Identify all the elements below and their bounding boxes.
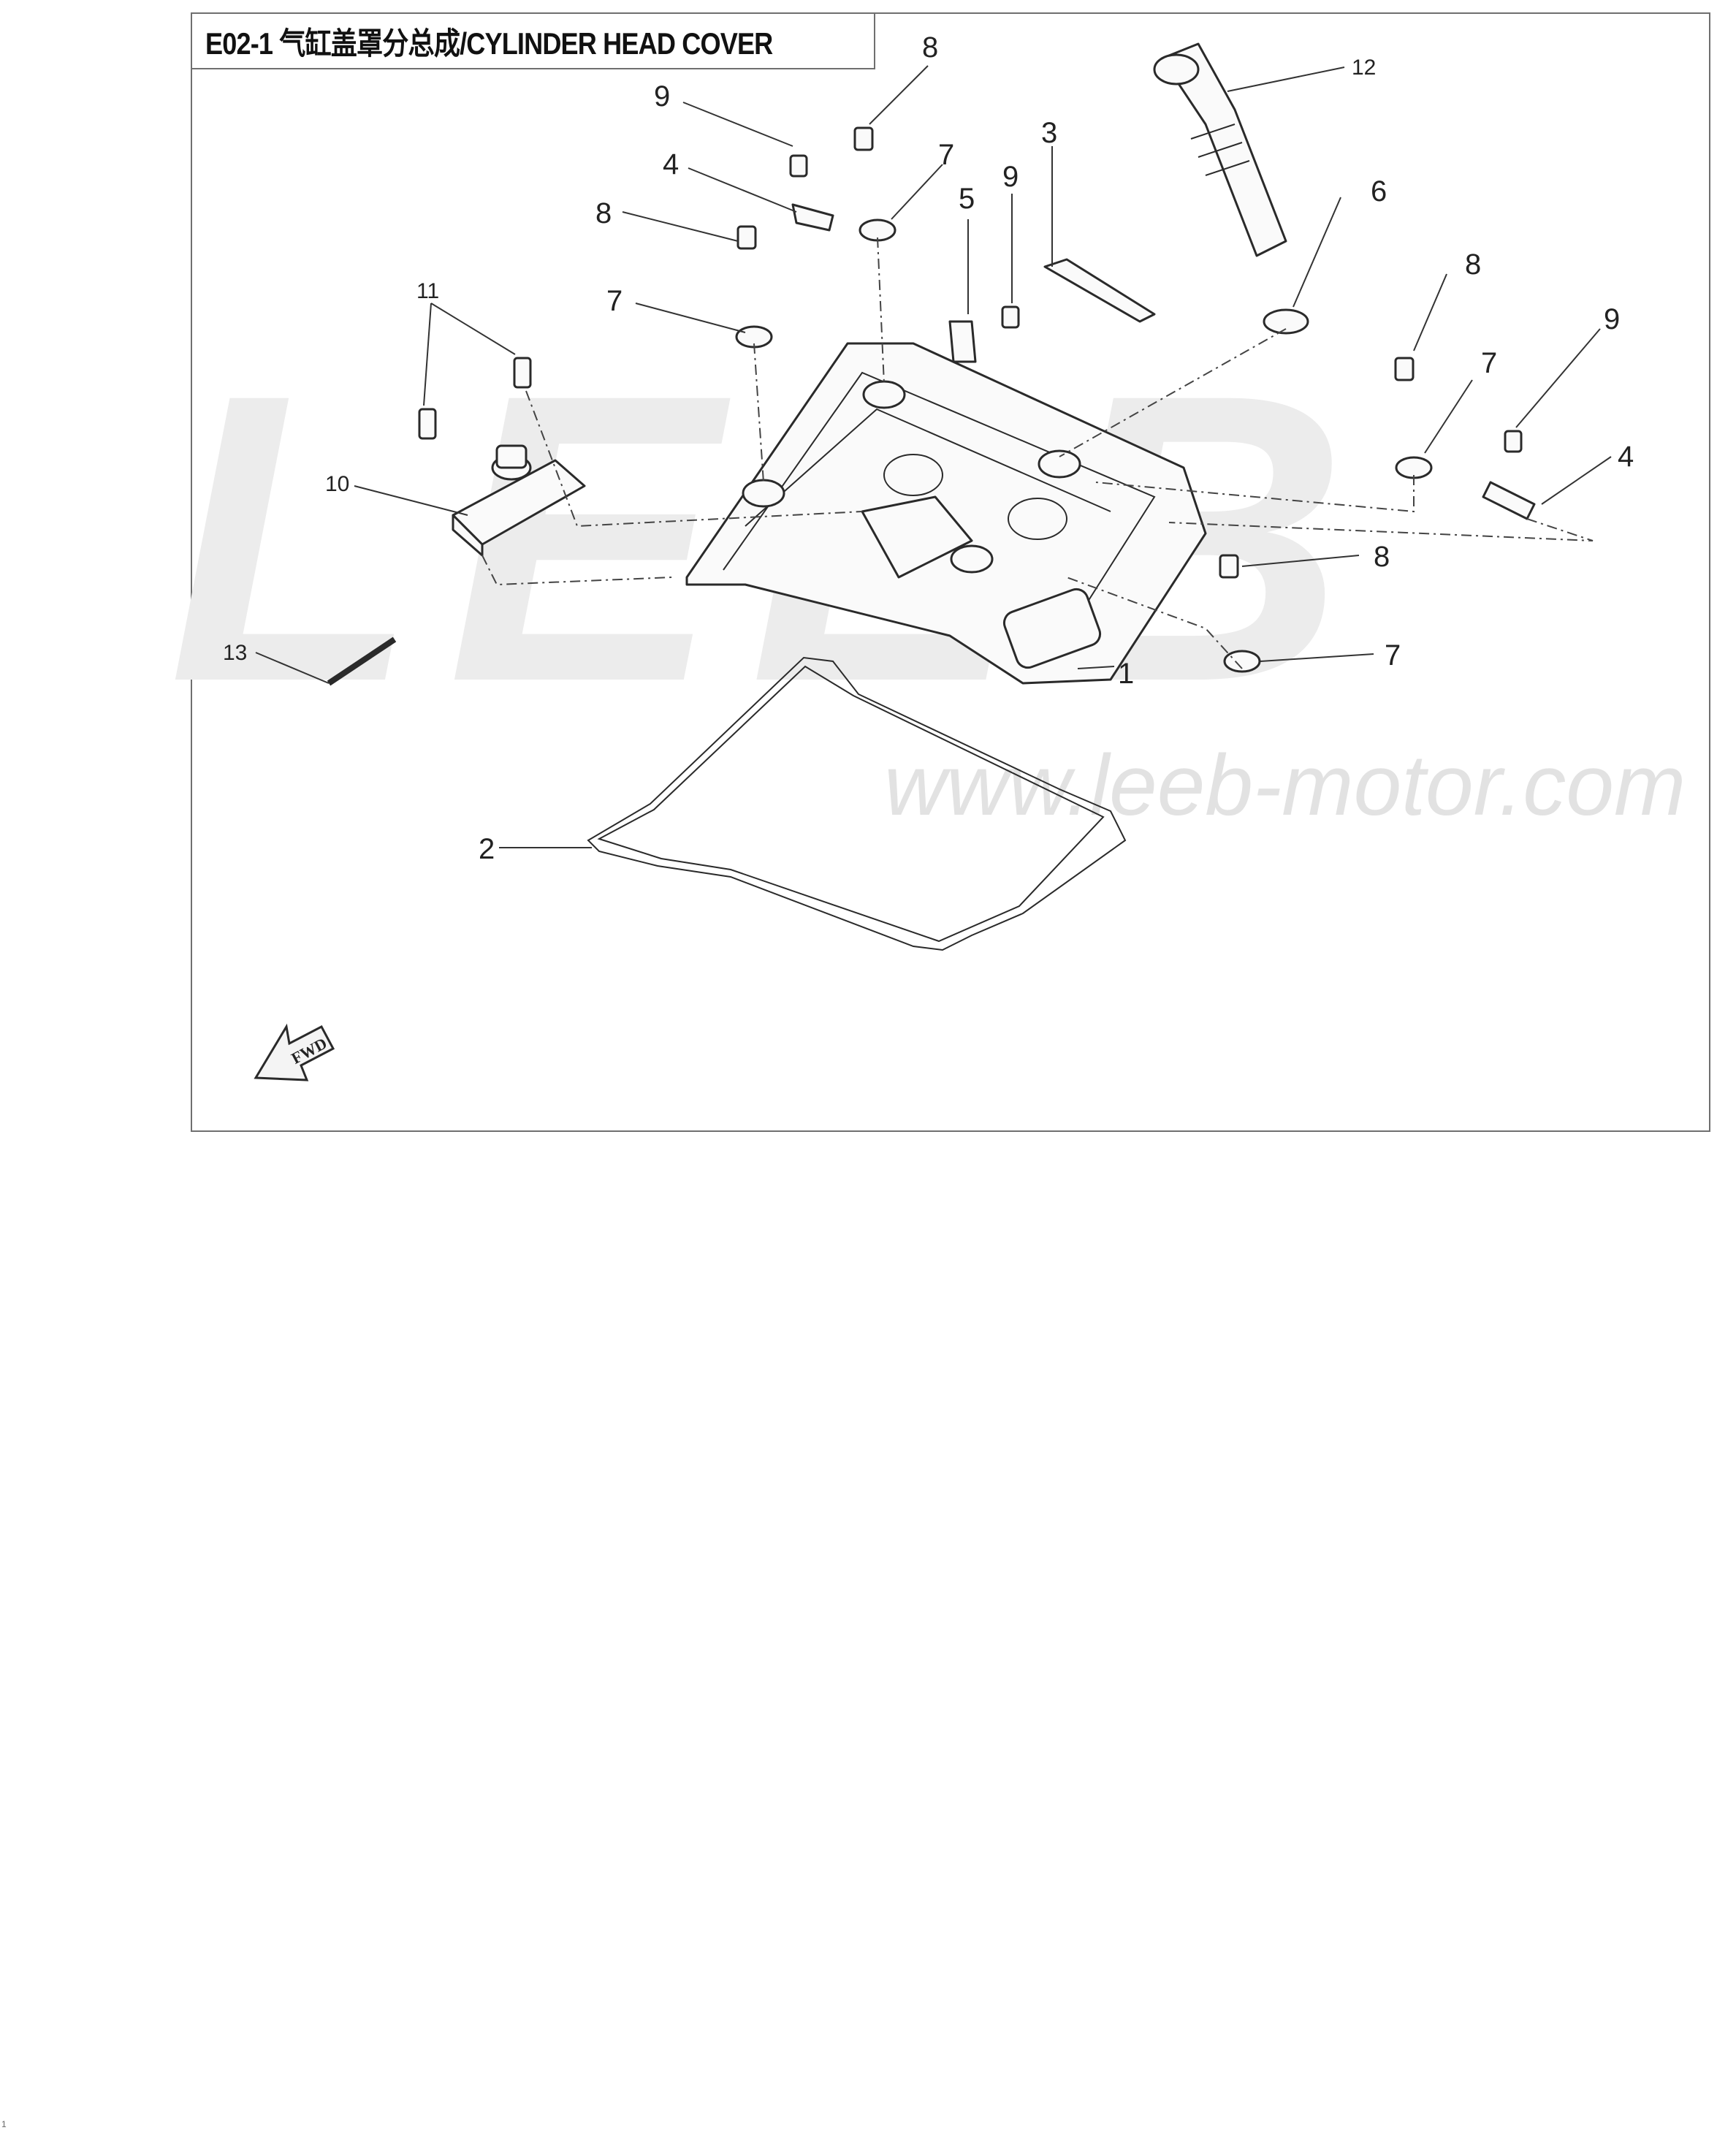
callout-10: 10 [325,472,349,496]
bracket-3 [1043,258,1156,323]
forward-arrow-icon [254,1023,335,1081]
callout-11: 11 [416,279,439,303]
callout-12: 12 [1352,56,1376,80]
leader-lines [255,65,1612,848]
callout-4-right: 4 [1618,441,1634,473]
callout-4-left: 4 [663,148,679,180]
callouts: 1 2 3 4 4 5 6 7 7 7 7 8 8 8 8 9 9 9 10 1… [223,31,1634,865]
cylinder-head-cover [685,342,1207,685]
callout-9-right: 9 [1604,303,1620,335]
callout-5: 5 [959,183,975,215]
watermark-url: www.leeb-motor.com [884,737,1686,834]
ignition-coil [1153,42,1309,335]
page-number: 1 [1,2119,7,2129]
callout-3: 3 [1041,117,1057,149]
callout-7-right: 7 [1481,347,1497,379]
callout-9-top: 9 [654,80,670,113]
callout-6: 6 [1371,175,1387,208]
pin-13 [327,636,397,686]
forward-arrow: FWD [254,1023,335,1081]
callout-1: 1 [1118,658,1134,690]
callout-8-bottom: 8 [1374,541,1390,573]
callout-7-top: 7 [938,139,954,171]
bracket-4-left [791,203,834,232]
callout-7-bottom: 7 [1385,639,1401,672]
cover-gasket [587,656,1127,951]
callout-13: 13 [223,641,247,665]
assembly-lines [481,237,1594,669]
callout-8-top: 8 [922,31,938,64]
callout-9-middle: 9 [1002,161,1019,193]
title-box: E02-1 气缸盖罩分总成/CYLINDER HEAD COVER [192,14,875,69]
bracket-4-right [1482,481,1536,520]
callout-8-left: 8 [595,197,612,229]
callout-7-left: 7 [606,285,623,317]
bracket-5 [948,320,977,363]
fasteners [418,126,1523,673]
callout-2: 2 [479,833,495,865]
breather-cover [452,444,586,557]
diagram-title: E02-1 气缸盖罩分总成/CYLINDER HEAD COVER [205,26,773,61]
callout-8-right: 8 [1465,248,1481,281]
